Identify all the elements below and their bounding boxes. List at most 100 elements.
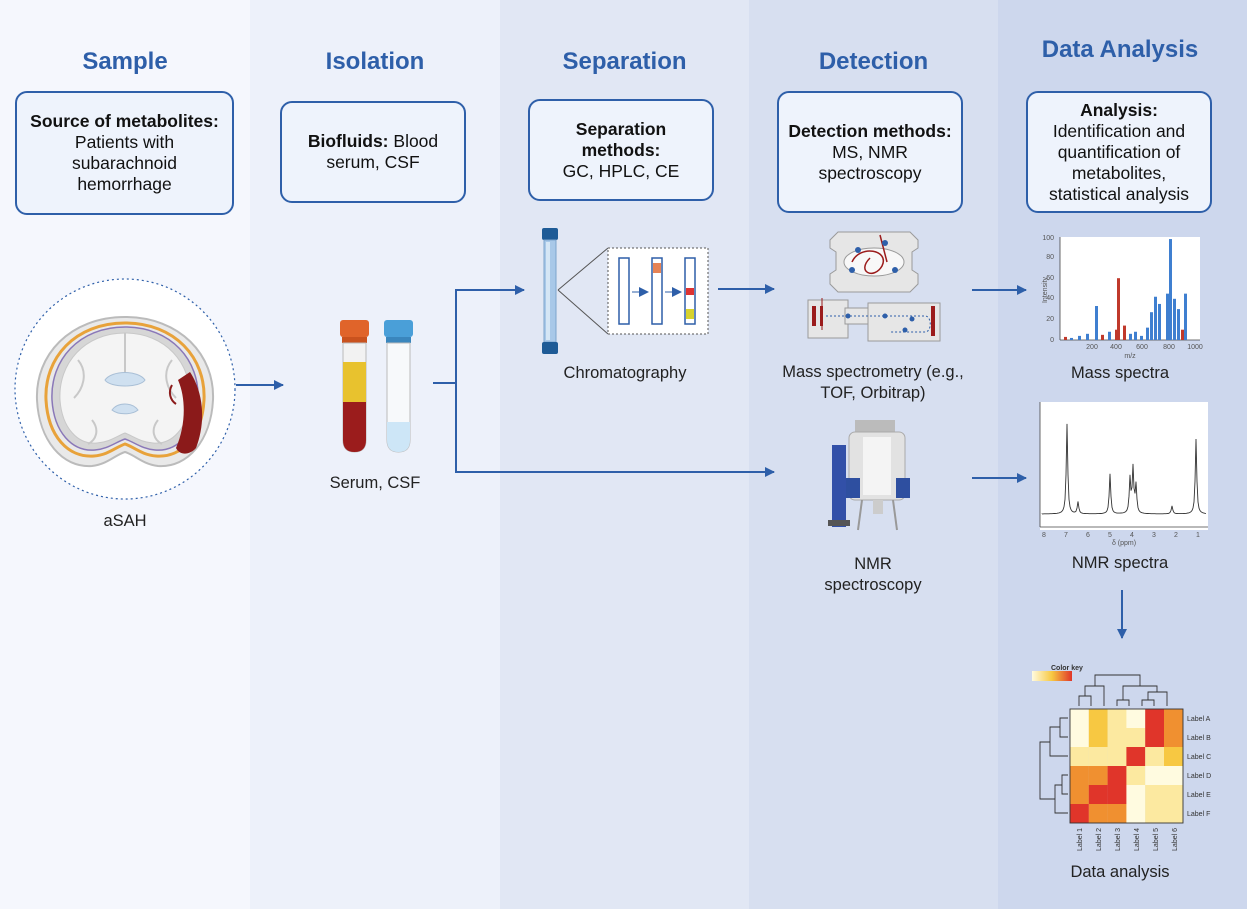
heatmap-cell bbox=[1164, 728, 1183, 748]
heatmap-cell bbox=[1070, 747, 1089, 767]
heatmap-row-label: Label A bbox=[1187, 716, 1211, 723]
heatmap-cell bbox=[1145, 804, 1165, 824]
mass-spectrum-bar bbox=[1173, 298, 1176, 340]
heatmap-cell bbox=[1164, 804, 1183, 824]
nmr-spectra-plot: 8 7 6 5 4 3 2 1 δ (ppm) bbox=[1039, 402, 1208, 547]
title-sample: Sample bbox=[82, 48, 168, 75]
nmr-xtick: 1 bbox=[1196, 532, 1200, 539]
heatmap-col-label: Label 6 bbox=[1172, 828, 1179, 851]
heatmap-col-label: Label 5 bbox=[1153, 828, 1160, 851]
caption-mass-spectrometry: Mass spectrometry (e.g., TOF, Orbitrap) bbox=[782, 363, 964, 402]
heatmap-cell bbox=[1126, 804, 1146, 824]
heatmap-cell bbox=[1070, 785, 1089, 805]
mass-spectrum-bar bbox=[1101, 334, 1104, 340]
heatmap-row-label: Label E bbox=[1187, 792, 1211, 799]
heatmap-cell bbox=[1088, 709, 1108, 729]
mass-ylabel: Intensity bbox=[1042, 276, 1049, 303]
mass-spectrum-bar bbox=[1181, 329, 1184, 340]
nmr-xtick: 8 bbox=[1042, 532, 1046, 539]
mass-ytick: 40 bbox=[1046, 295, 1054, 302]
heatmap-cell bbox=[1126, 728, 1146, 748]
heatmap-cell bbox=[1126, 747, 1146, 767]
color-key-label: Color key bbox=[1051, 665, 1083, 672]
heatmap-cell bbox=[1126, 785, 1146, 805]
chromatography-column-illustration bbox=[542, 228, 709, 354]
mass-spectrum-bar bbox=[1184, 293, 1187, 340]
heatmap-cell bbox=[1088, 766, 1108, 786]
heatmap-cell bbox=[1164, 709, 1183, 729]
brain-illustration bbox=[14, 278, 236, 500]
mass-xtick: 1000 bbox=[1187, 344, 1203, 351]
box-source-of-metabolites: Source of metabolites: Patients with sub… bbox=[15, 91, 234, 215]
heatmap-cell bbox=[1164, 785, 1183, 805]
mass-xtick: 600 bbox=[1136, 344, 1148, 351]
heatmap-cell bbox=[1126, 766, 1146, 786]
box-heading: Source of metabolites: bbox=[30, 111, 219, 131]
heatmap-cell bbox=[1107, 728, 1127, 748]
mass-ytick: 80 bbox=[1046, 254, 1054, 261]
nmr-xtick: 7 bbox=[1064, 532, 1068, 539]
mass-spectrum-bar bbox=[1078, 335, 1081, 340]
box-heading: Detection methods: bbox=[788, 120, 952, 141]
heatmap-cell bbox=[1145, 709, 1165, 729]
nmr-xtick: 2 bbox=[1174, 532, 1178, 539]
heatmap-cell bbox=[1145, 785, 1165, 805]
mass-ytick: 20 bbox=[1046, 316, 1054, 323]
box-text: Patients with subarachnoid hemorrhage bbox=[71, 132, 178, 194]
box-text: Blood serum, CSF bbox=[326, 131, 439, 172]
mass-ytick: 60 bbox=[1046, 275, 1054, 282]
heatmap-cell bbox=[1107, 804, 1127, 824]
heatmap-cell bbox=[1145, 766, 1165, 786]
mass-spectrum-bar bbox=[1150, 312, 1153, 340]
mass-xlabel: m/z bbox=[1124, 353, 1136, 360]
box-biofluids: Biofluids: Blood serum, CSF bbox=[280, 101, 466, 203]
nmr-xtick: 3 bbox=[1152, 532, 1156, 539]
heatmap-cell bbox=[1070, 804, 1089, 824]
box-text: MS, NMR spectroscopy bbox=[818, 141, 922, 183]
title-detection: Detection bbox=[818, 48, 929, 75]
mass-spectrum-bar bbox=[1095, 306, 1098, 340]
mass-spectrum-bar bbox=[1134, 331, 1137, 340]
mass-xtick: 200 bbox=[1086, 344, 1098, 351]
heatmap-row-label: Label D bbox=[1187, 773, 1211, 780]
mass-spectrum-bar bbox=[1108, 331, 1111, 340]
heatmap-row-label: Label C bbox=[1187, 754, 1211, 761]
heatmap-cell bbox=[1107, 785, 1127, 805]
nmr-xlabel: δ (ppm) bbox=[1112, 540, 1136, 547]
heatmap-col-label: Label 3 bbox=[1115, 828, 1122, 851]
mass-spectrum-bar bbox=[1146, 327, 1149, 340]
mass-ytick: 0 bbox=[1050, 337, 1054, 344]
box-heading: Analysis: bbox=[1080, 99, 1158, 120]
caption-serum-csf: Serum, CSF bbox=[329, 474, 421, 492]
mass-spectrum-bar bbox=[1086, 333, 1089, 340]
box-analysis: Analysis: Identification and quantificat… bbox=[1026, 91, 1212, 213]
mass-spectrum-bar bbox=[1117, 278, 1120, 340]
mass-spectrum-bar bbox=[1070, 337, 1073, 340]
heatmap-cell bbox=[1145, 728, 1165, 748]
nmr-spectrometer-illustration bbox=[828, 420, 910, 531]
heatmap-row-label: Label F bbox=[1187, 811, 1210, 818]
mass-spectrum-bar bbox=[1169, 239, 1172, 340]
caption-nmr-spectroscopy: NMR spectroscopy bbox=[824, 555, 922, 594]
heatmap-cell bbox=[1088, 804, 1108, 824]
caption-chromatography: Chromatography bbox=[563, 364, 687, 382]
heatmap-cell bbox=[1145, 747, 1165, 767]
blood-tubes-illustration bbox=[340, 320, 413, 453]
heatmap-cell bbox=[1070, 709, 1089, 729]
caption-data-analysis: Data analysis bbox=[1070, 863, 1170, 881]
heatmap-cell bbox=[1070, 766, 1089, 786]
heatmap-cell bbox=[1088, 728, 1108, 748]
heatmap-cell bbox=[1107, 709, 1127, 729]
title-data-analysis: Data Analysis bbox=[1041, 36, 1199, 63]
caption-mass-spectra: Mass spectra bbox=[1070, 364, 1170, 382]
box-text: GC, HPLC, CE bbox=[562, 160, 680, 181]
box-detection-methods: Detection methods: MS, NMR spectroscopy bbox=[777, 91, 963, 213]
heatmap-cell bbox=[1164, 747, 1183, 767]
title-separation: Separation bbox=[562, 48, 687, 75]
arrow-to-nmr bbox=[455, 383, 775, 477]
mass-spectrum-bar bbox=[1177, 309, 1180, 340]
mass-spectrum-bar bbox=[1123, 325, 1126, 340]
mass-spectrum-bar bbox=[1154, 296, 1157, 340]
